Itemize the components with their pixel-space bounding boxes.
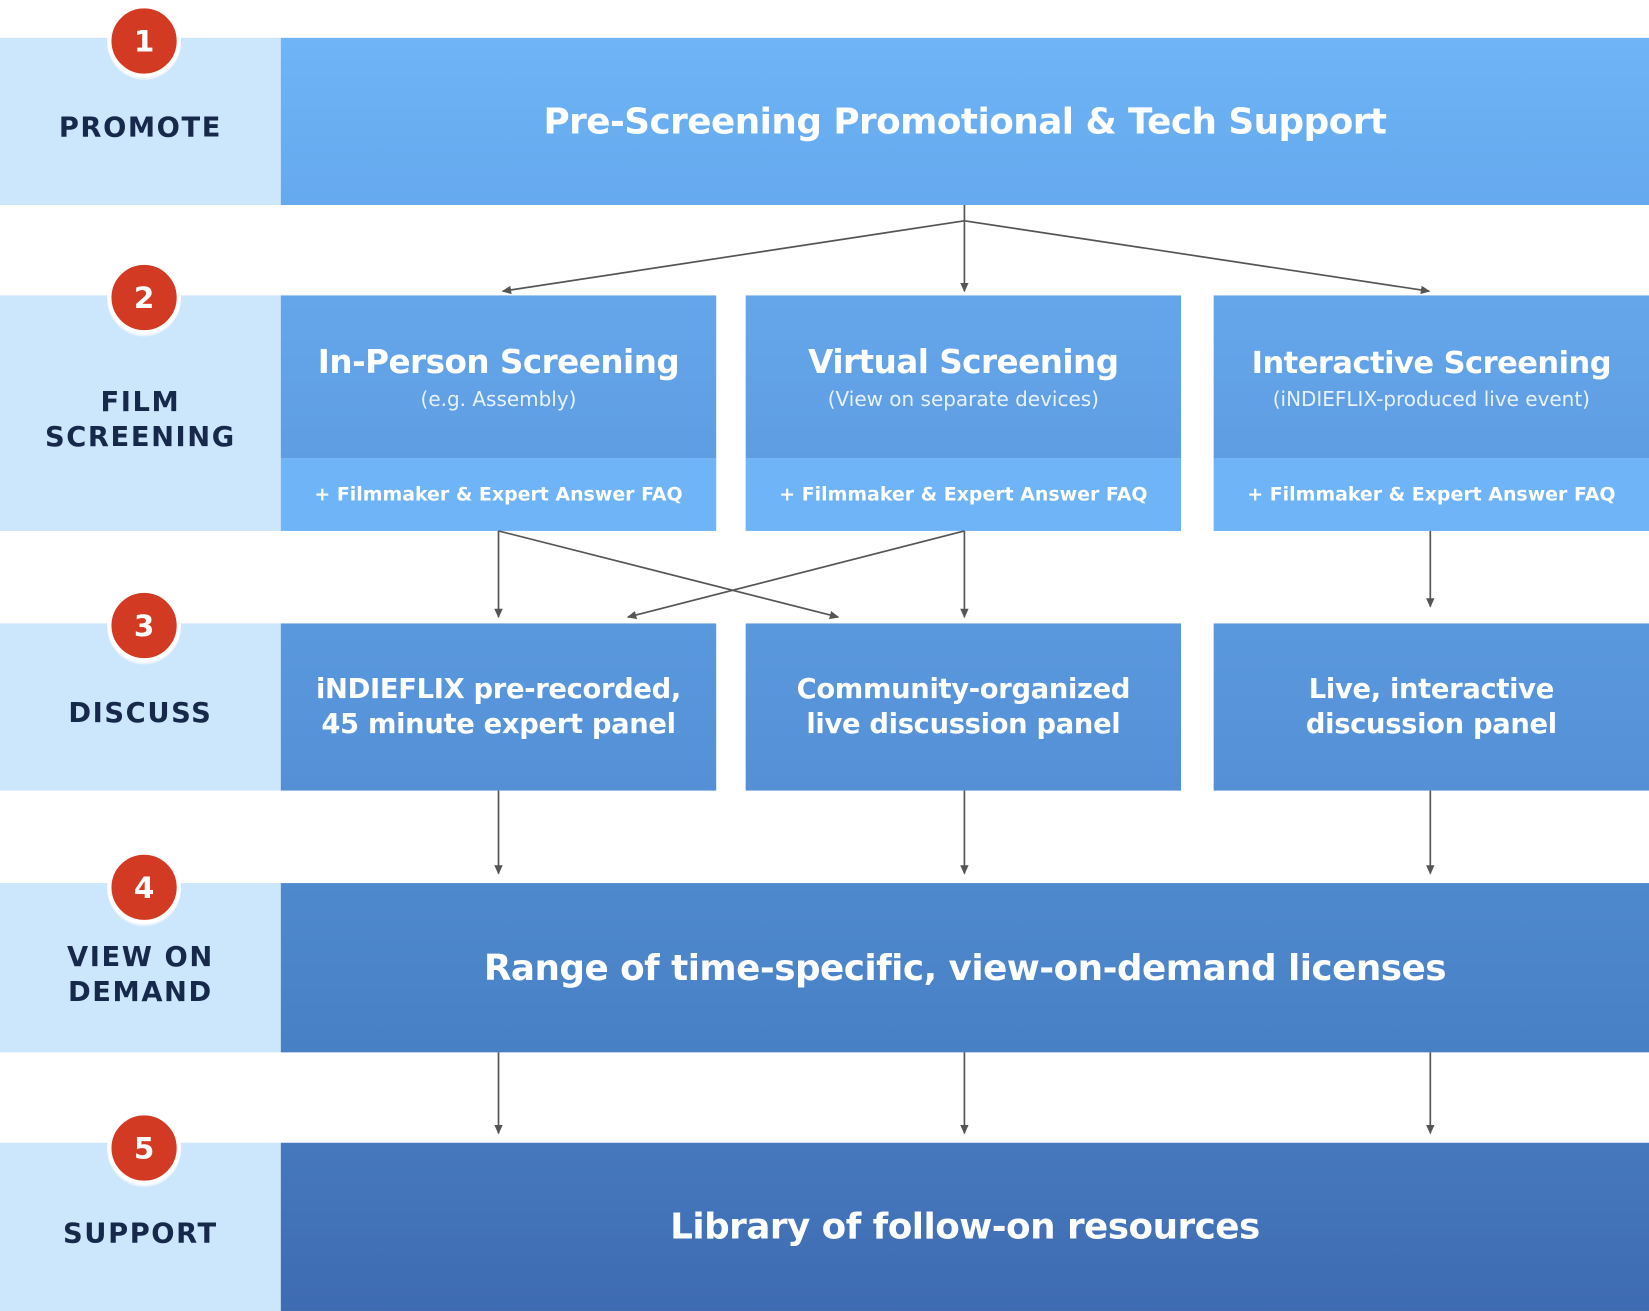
support-box: Library of follow-on resources	[280, 1142, 1649, 1311]
faq-strip: + Filmmaker & Expert Answer FAQ	[745, 458, 1182, 531]
screening-title: In-Person Screening	[317, 343, 680, 382]
faq-strip: + Filmmaker & Expert Answer FAQ	[1213, 458, 1649, 531]
label-line: DEMAND	[67, 976, 213, 1008]
discuss-line: Community-organized	[796, 673, 1131, 705]
discuss-line: 45 minute expert panel	[321, 708, 676, 740]
step-badge-2: 2	[107, 260, 181, 335]
label-line: PROMOTE	[58, 112, 222, 145]
faq-strip: + Filmmaker & Expert Answer FAQ	[280, 458, 717, 531]
arrow-line	[964, 219, 1431, 295]
discuss-line: live discussion panel	[806, 708, 1121, 740]
label-line: SUPPORT	[63, 1217, 218, 1250]
promote-box: Pre-Screening Promotional & Tech Support	[280, 37, 1649, 206]
discuss-line: iNDIEFLIX pre-recorded,	[316, 673, 681, 705]
label-line: FILM	[100, 386, 181, 419]
label-line: DISCUSS	[68, 698, 213, 730]
discuss-line: Live, interactive	[1308, 673, 1554, 705]
discuss-live: Live, interactive discussion panel	[1213, 623, 1649, 791]
screening-interactive: Interactive Screening (iNDIEFLIX-produce…	[1213, 295, 1649, 459]
screening-subtitle: (iNDIEFLIX-produced live event)	[1272, 387, 1590, 411]
view-on-demand-box: Range of time-specific, view-on-demand l…	[280, 883, 1649, 1053]
arrow-line	[498, 530, 840, 620]
step-badge-5: 5	[107, 1111, 181, 1185]
arrow-line	[501, 219, 965, 295]
support-title: Library of follow-on resources	[670, 1205, 1260, 1248]
screening-subtitle: (e.g. Assembly)	[420, 387, 577, 411]
step-badge-1: 1	[107, 4, 181, 78]
label-line: VIEW ON	[66, 941, 214, 973]
discuss-community: Community-organized live discussion pane…	[745, 623, 1182, 791]
arrow-line	[626, 530, 965, 620]
screening-virtual: Virtual Screening (View on separate devi…	[745, 295, 1182, 459]
discuss-line: discussion panel	[1305, 708, 1557, 740]
step-badge-3: 3	[107, 588, 181, 663]
step-badge-4: 4	[107, 850, 181, 925]
label-line: SCREENING	[45, 421, 236, 454]
screening-title: Virtual Screening	[808, 343, 1119, 382]
view-on-demand-title: Range of time-specific, view-on-demand l…	[483, 946, 1447, 989]
discuss-prerecorded: iNDIEFLIX pre-recorded, 45 minute expert…	[280, 623, 717, 791]
screening-title: Interactive Screening	[1251, 344, 1612, 381]
screening-subtitle: (View on separate devices)	[827, 387, 1099, 411]
promote-title: Pre-Screening Promotional & Tech Support	[543, 100, 1387, 143]
screening-in-person: In-Person Screening (e.g. Assembly)	[280, 295, 717, 459]
